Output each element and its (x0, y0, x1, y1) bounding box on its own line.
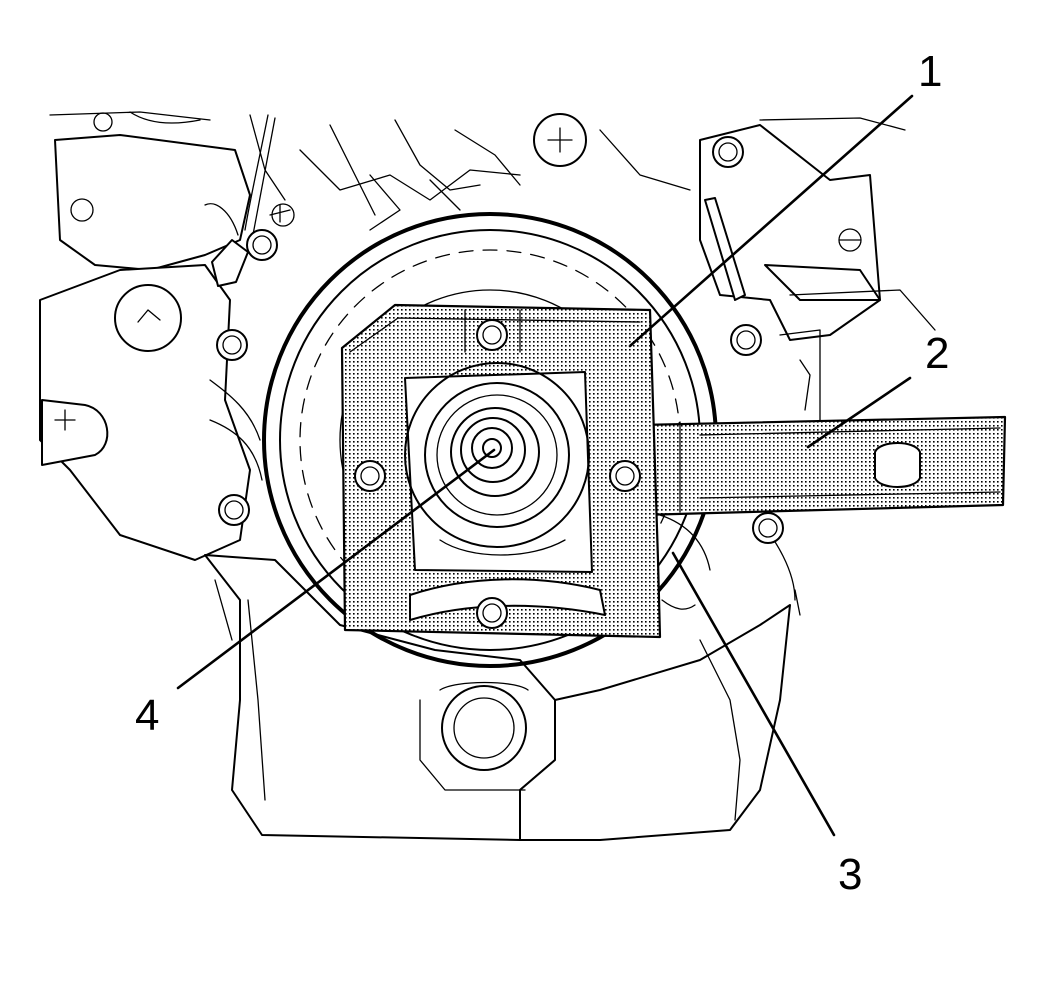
hub-assembly (404, 362, 593, 573)
callout-2: 2 (925, 329, 949, 378)
leader-3 (671, 551, 836, 837)
leader-4 (176, 448, 496, 690)
callout-1: 1 (918, 47, 942, 96)
tool-edge (659, 514, 711, 610)
callout-labels: 1 2 3 4 (135, 47, 949, 899)
leader-lines (176, 94, 914, 837)
holder-bar (638, 415, 1007, 517)
callout-4: 4 (135, 691, 159, 740)
callout-3: 3 (838, 850, 862, 899)
leader-1 (628, 94, 914, 348)
leader-2 (806, 376, 912, 449)
engine-block (39, 111, 936, 841)
